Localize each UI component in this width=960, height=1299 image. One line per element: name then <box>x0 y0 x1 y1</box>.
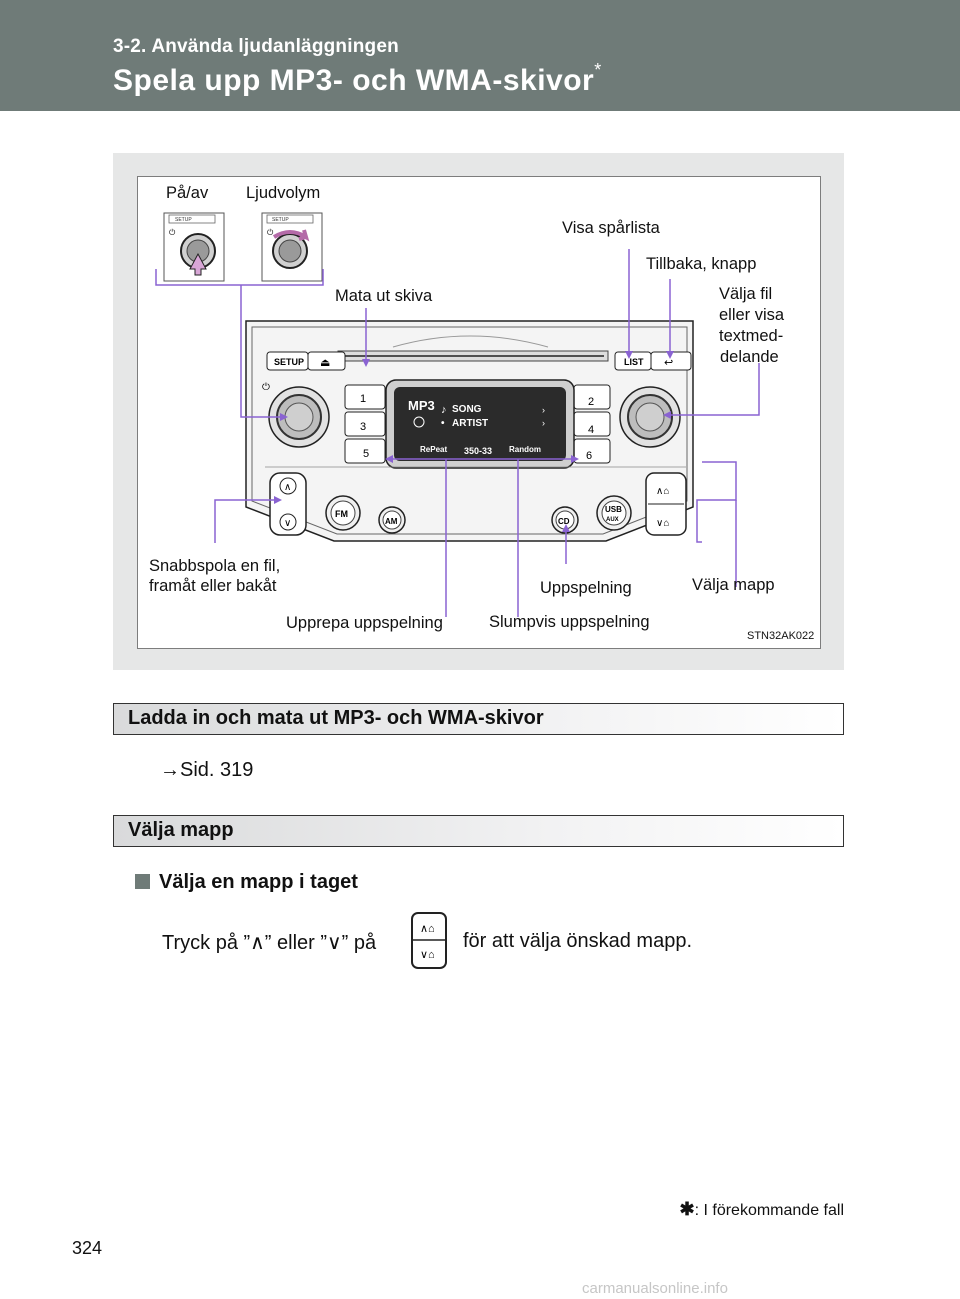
label-power: På/av <box>166 184 209 202</box>
svg-text:∧⌂: ∧⌂ <box>656 486 669 497</box>
label-random: Slumpvis uppspelning <box>489 613 650 631</box>
section-heading-select-folder: Välja mapp <box>113 815 844 847</box>
svg-text:SETUP: SETUP <box>175 217 192 223</box>
chapter-header: 3-2. Använda ljudanläggningen Spela upp … <box>0 0 960 111</box>
label-playback: Uppspelning <box>540 579 632 597</box>
svg-text:∧: ∧ <box>284 482 291 493</box>
svg-text:SETUP: SETUP <box>272 217 289 223</box>
svg-text:LIST: LIST <box>624 357 644 367</box>
label-select-folder: Välja mapp <box>692 576 775 594</box>
svg-text:5: 5 <box>363 448 369 460</box>
volume-knob-inset: SETUP ⏻ <box>261 212 323 282</box>
svg-text:⏏: ⏏ <box>320 357 330 369</box>
svg-text:›: › <box>542 418 545 428</box>
svg-text:1: 1 <box>360 393 366 405</box>
label-seek-line2: framåt eller bakåt <box>149 577 277 595</box>
svg-text:RePeat: RePeat <box>420 445 447 454</box>
subsection-text: Välja en mapp i taget <box>159 871 358 893</box>
folder-select-button-icon: ∧⌂ ∨⌂ <box>411 912 447 969</box>
svg-text:♪: ♪ <box>441 404 447 416</box>
section-heading-text: Ladda in och mata ut MP3- och WMA-skivor <box>128 707 544 729</box>
label-select-file-line2: eller visa <box>719 306 785 324</box>
instruction-after: för att välja önskad mapp. <box>463 930 693 952</box>
svg-text:⏻: ⏻ <box>169 228 176 237</box>
svg-text:3: 3 <box>360 421 366 433</box>
label-select-file-line4: delande <box>720 348 779 366</box>
label-track-list: Visa spårlista <box>562 219 660 237</box>
page-number: 324 <box>72 1238 103 1258</box>
watermark: carmanualsonline.info <box>582 1280 728 1297</box>
svg-text:Random: Random <box>509 445 541 454</box>
svg-text:CD: CD <box>558 517 570 526</box>
audio-unit-body: SETUP ⏏ LIST ↩ ⏻ 1 2 3 4 <box>245 320 694 542</box>
footnote: ✱: I förekommande fall <box>680 1199 845 1220</box>
label-select-file-line3: textmed- <box>719 327 784 345</box>
svg-text:SETUP: SETUP <box>274 357 304 367</box>
power-knob-inset: SETUP ⏻ <box>163 212 225 282</box>
callout-arrowheads <box>274 351 674 532</box>
page-title-text: Spela upp MP3- och WMA-skivor <box>113 64 595 97</box>
section-heading-text: Välja mapp <box>128 819 234 841</box>
audio-unit-figure: SETUP ⏻ SETUP ⏻ SETUP ⏏ <box>137 176 821 649</box>
label-seek-line1: Snabbspola en fil, <box>149 557 281 575</box>
svg-text:›: › <box>542 405 545 415</box>
svg-text:2: 2 <box>588 396 594 408</box>
svg-text:6: 6 <box>586 450 592 462</box>
svg-text:AUX: AUX <box>606 517 619 523</box>
title-asterisk: * <box>594 60 602 80</box>
svg-text:350-33: 350-33 <box>464 446 492 456</box>
svg-text:∨⌂: ∨⌂ <box>656 518 669 529</box>
svg-text:∨: ∨ <box>284 518 291 529</box>
label-select-file: Välja fil eller visa textmed- delande <box>719 284 784 368</box>
label-back-button: Tillbaka, knapp <box>646 255 757 273</box>
subsection-heading: Välja en mapp i taget <box>135 871 358 894</box>
svg-text:•: • <box>441 418 445 429</box>
page-title: Spela upp MP3- och WMA-skivor* <box>113 60 602 98</box>
instruction-before: Tryck på ”∧” eller ”∨” på <box>162 932 377 954</box>
audio-unit-drawing: SETUP ⏻ SETUP ⏻ SETUP ⏏ <box>155 212 760 617</box>
svg-text:SONG: SONG <box>452 404 482 415</box>
svg-text:MP3: MP3 <box>408 398 435 413</box>
label-seek: Snabbspola en fil, framåt eller bakåt <box>149 556 280 596</box>
svg-text:AM: AM <box>385 517 398 526</box>
section-title: 3-2. Använda ljudanläggningen <box>113 36 399 57</box>
svg-text:↩: ↩ <box>664 357 673 369</box>
label-repeat: Upprepa uppspelning <box>286 614 443 632</box>
svg-text:USB: USB <box>605 505 622 514</box>
svg-text:⏻: ⏻ <box>262 382 270 393</box>
footnote-text: : I förekommande fall <box>694 1202 844 1219</box>
svg-text:4: 4 <box>588 424 594 436</box>
footnote-asterisk-icon: ✱ <box>679 1199 695 1219</box>
label-eject: Mata ut skiva <box>335 287 433 305</box>
svg-text:⏻: ⏻ <box>267 228 274 237</box>
page-reference[interactable]: →Sid. 319 <box>160 759 254 781</box>
svg-text:ARTIST: ARTIST <box>452 418 488 429</box>
square-bullet-icon <box>135 874 150 889</box>
section-heading-load-eject: Ladda in och mata ut MP3- och WMA-skivor <box>113 703 844 735</box>
label-volume: Ljudvolym <box>246 184 321 202</box>
label-select-file-line1: Välja fil <box>719 285 773 303</box>
svg-text:FM: FM <box>335 509 348 519</box>
figure-code: STN32AK022 <box>747 630 815 642</box>
callout-lines <box>155 249 760 617</box>
svg-text:∧⌂: ∧⌂ <box>420 923 435 935</box>
svg-text:∨⌂: ∨⌂ <box>420 949 435 961</box>
